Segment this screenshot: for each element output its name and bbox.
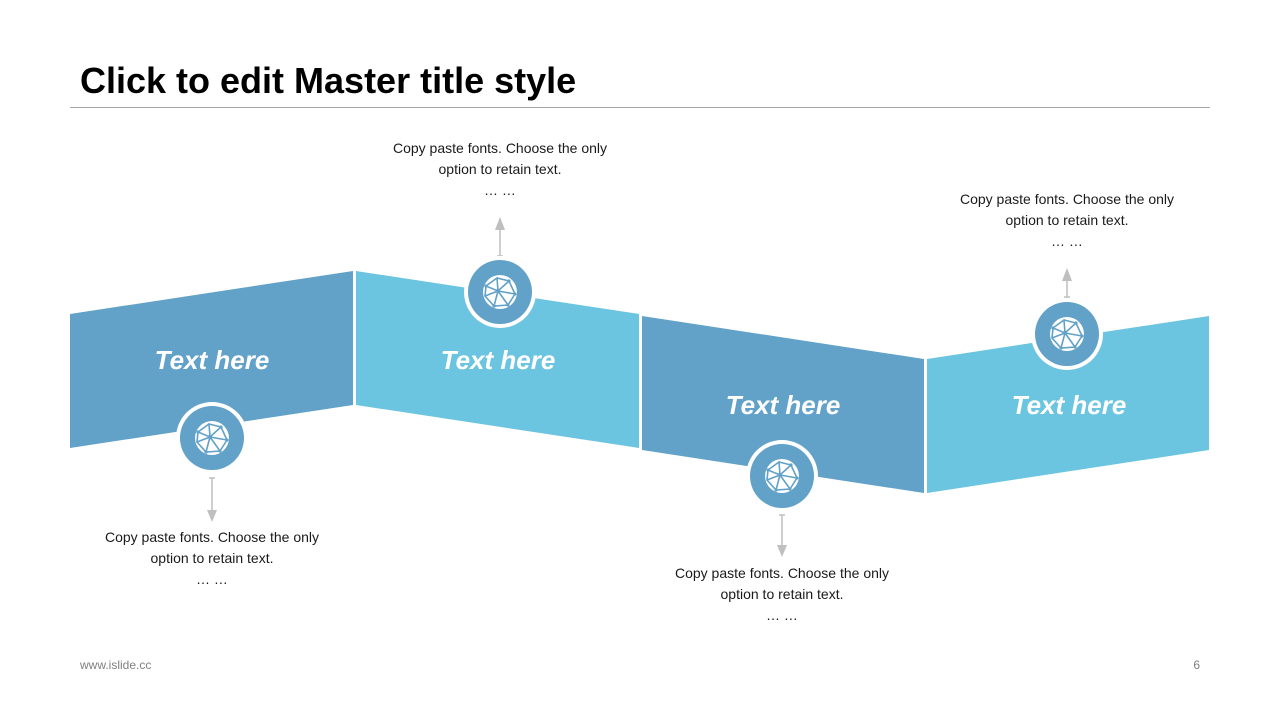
callout-1: Copy paste fonts. Choose the only option… <box>82 527 342 590</box>
globe-network-icon <box>746 440 818 512</box>
callout-3-line1: Copy paste fonts. Choose the only <box>674 565 890 581</box>
connector-arrow-3 <box>777 514 787 557</box>
segment-2-band <box>356 271 639 448</box>
segment-3-band <box>642 316 924 493</box>
connector-arrow-2 <box>495 217 505 257</box>
callout-3-ellipsis: … … <box>766 607 798 623</box>
callout-2: Copy paste fonts. Choose the only option… <box>370 138 630 201</box>
segment-1-label: Text here <box>155 345 270 375</box>
footer-url: www.islide.cc <box>80 658 152 672</box>
connector-arrow-4 <box>1062 268 1072 298</box>
segment-1-band <box>70 271 353 448</box>
callout-3-line2: option to retain text. <box>720 586 844 602</box>
page-number: 6 <box>1193 658 1200 672</box>
connector-arrow-1 <box>207 477 217 522</box>
callout-2-line1: Copy paste fonts. Choose the only <box>392 140 608 156</box>
page-title: Click to edit Master title style <box>80 60 577 101</box>
segment-2-label: Text here <box>441 345 556 375</box>
callout-4-ellipsis: … … <box>1051 233 1083 249</box>
callout-4-line1: Copy paste fonts. Choose the only <box>959 191 1175 207</box>
globe-network-icon <box>1031 298 1103 370</box>
segment-4-band <box>927 316 1209 493</box>
segment-4-label: Text here <box>1012 390 1127 420</box>
globe-network-icon <box>176 402 248 474</box>
globe-network-icon <box>464 256 536 328</box>
segment-3-label: Text here <box>726 390 841 420</box>
callout-1-ellipsis: … … <box>196 571 228 587</box>
callout-4-line2: option to retain text. <box>1005 212 1129 228</box>
callout-2-ellipsis: … … <box>484 182 516 198</box>
callout-1-line1: Copy paste fonts. Choose the only <box>104 529 320 545</box>
callout-4: Copy paste fonts. Choose the only option… <box>937 189 1197 252</box>
callout-2-line2: option to retain text. <box>438 161 562 177</box>
callout-1-line2: option to retain text. <box>150 550 274 566</box>
title-divider <box>70 107 1210 108</box>
callout-3: Copy paste fonts. Choose the only option… <box>652 563 912 626</box>
